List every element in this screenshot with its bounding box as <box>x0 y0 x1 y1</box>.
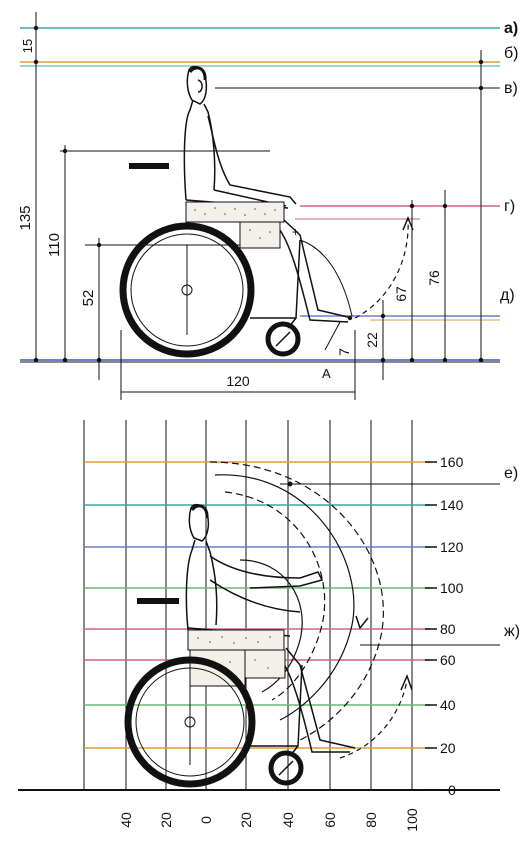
grid-horizontal <box>84 461 430 749</box>
foot-swing-arc-bottom <box>339 679 408 759</box>
y-tick-0: 0 <box>448 782 456 798</box>
reach-arc-outer <box>209 461 384 741</box>
y-tick-40: 40 <box>440 697 456 713</box>
row-letter-v: в) <box>504 80 518 97</box>
reach-arc-small <box>239 559 303 693</box>
y-tick-160: 160 <box>440 454 464 470</box>
seat-cushion-bottom-lower <box>244 649 286 679</box>
x-tick-20: 20 <box>238 812 254 828</box>
rear-wheel-bottom <box>124 656 256 788</box>
row-letter-e: е) <box>504 465 518 482</box>
row-letter-d: д) <box>500 287 515 304</box>
x-tick-40-left: 40 <box>118 812 134 828</box>
front-caster-bottom-spoke <box>278 760 294 776</box>
x-tick-80: 80 <box>363 812 379 828</box>
rear-wheel-top-rim <box>130 233 244 347</box>
label-7: 7 <box>336 348 352 356</box>
label-135: 135 <box>17 205 34 230</box>
y-tick-20: 20 <box>440 740 456 756</box>
rear-wheel-bottom-rim <box>135 667 245 777</box>
reach-arrow-down <box>355 615 369 630</box>
seat-cushion-lower <box>239 221 281 249</box>
label-15: 15 <box>20 39 35 53</box>
foot-swing-arrow-bottom <box>400 673 413 691</box>
row-letter-a: а) <box>504 20 518 37</box>
foot-swing-arc-top <box>354 219 409 319</box>
y-tick-80: 80 <box>440 621 456 637</box>
x-tick-0: 0 <box>198 816 214 824</box>
row-letter-zh: ж) <box>504 623 520 640</box>
rear-wheel-top <box>119 222 255 358</box>
grid-vertical <box>83 420 413 790</box>
y-tick-marks <box>425 461 437 791</box>
bottom-diagram: 160 140 120 100 80 60 40 20 0 40 20 0 20… <box>18 420 520 832</box>
seated-person-top <box>183 65 353 323</box>
label-110: 110 <box>46 233 63 257</box>
reach-arcs <box>209 461 384 741</box>
backrest-pad <box>129 163 169 169</box>
label-point-a: A <box>322 366 331 381</box>
reach-arc-middle <box>214 474 355 721</box>
foot-swing-arrow-top <box>402 216 414 231</box>
x-tick-20-left: 20 <box>158 812 174 828</box>
row-letter-g: г) <box>504 198 515 215</box>
cushion-stipple <box>194 207 276 239</box>
reach-arc-inner <box>224 491 326 701</box>
reach-point-top <box>287 481 293 487</box>
label-67: 67 <box>393 286 409 302</box>
x-tick-100: 100 <box>404 808 420 832</box>
seat-cushion <box>185 201 285 223</box>
label-76: 76 <box>426 270 442 286</box>
label-52: 52 <box>80 290 97 307</box>
row-letter-b: б) <box>504 45 519 62</box>
frame-bottom <box>250 664 303 757</box>
seat-cushion-bottom <box>187 629 285 651</box>
y-tick-100: 100 <box>440 580 464 596</box>
backrest-pad-bottom <box>137 598 179 604</box>
foot-swing-arc-2 <box>299 239 353 317</box>
x-tick-40: 40 <box>280 812 296 828</box>
top-diagram: + 15 135 110 52 7 22 67 76 120 A а) б) в… <box>17 12 519 400</box>
dimension-ticks <box>33 25 484 363</box>
front-caster-top-spoke <box>275 331 291 347</box>
knee-cross: + <box>292 225 299 239</box>
y-tick-60: 60 <box>440 652 456 668</box>
front-caster-top <box>265 321 301 357</box>
y-tick-140: 140 <box>440 497 464 513</box>
x-tick-60: 60 <box>322 812 338 828</box>
front-caster-bottom <box>268 750 304 786</box>
label-120: 120 <box>226 373 250 389</box>
toe-line <box>324 321 341 351</box>
label-22: 22 <box>364 332 380 348</box>
frame-top <box>250 239 301 329</box>
y-tick-120: 120 <box>440 539 464 555</box>
